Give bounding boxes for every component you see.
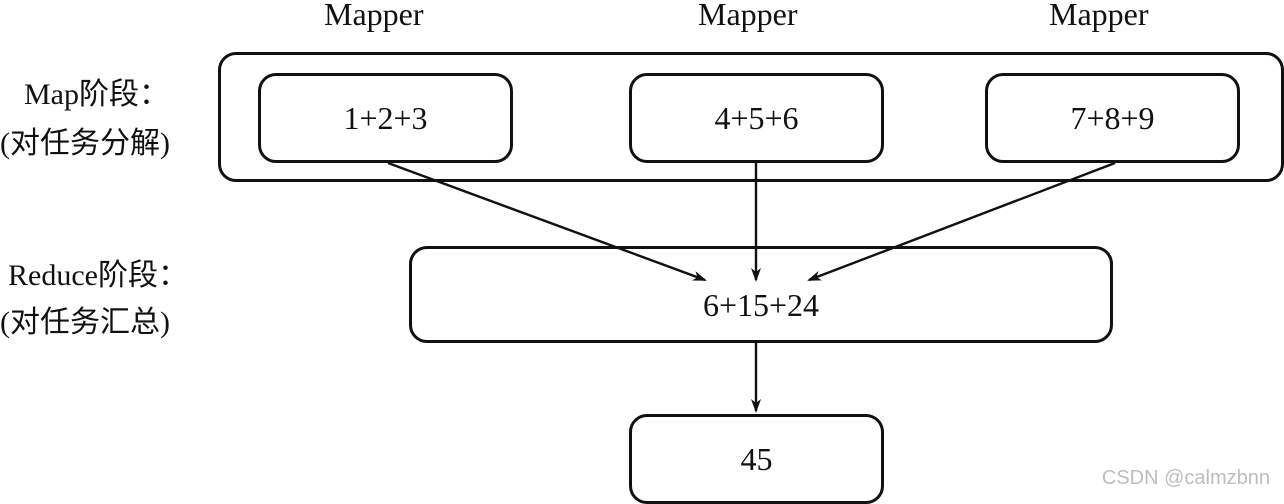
mapper-header-3: Mapper [1049,0,1149,32]
mapper-task-box-2: 4+5+6 [629,73,884,163]
reduce-stage-title: Reduce阶段： [8,259,188,292]
map-stage-title: Map阶段： [24,78,169,111]
watermark-text: CSDN @calmzbnn [1101,467,1270,489]
map-stage-subtitle: (对任务分解) [0,127,170,160]
mapper-header-1: Mapper [324,0,424,32]
mapper-task-text-1: 1+2+3 [343,99,428,136]
result-box: 45 [629,414,884,504]
reduce-expression: 6+15+24 [702,287,820,323]
mapper-task-box-3: 7+8+9 [985,73,1240,163]
reduce-stage-subtitle: (对任务汇总) [0,306,170,339]
arrow-mapper3-to-reduce [807,161,1116,282]
mapper-header-2: Mapper [698,0,798,32]
reduce-box: 6+15+24 [409,246,1113,343]
arrow-mapper1-to-reduce [387,161,707,282]
result-value: 45 [740,440,773,477]
map-stage-container [218,52,1284,182]
mapper-task-box-1: 1+2+3 [258,73,513,163]
mapper-task-text-3: 7+8+9 [1070,99,1155,136]
mapper-task-text-2: 4+5+6 [714,99,799,136]
